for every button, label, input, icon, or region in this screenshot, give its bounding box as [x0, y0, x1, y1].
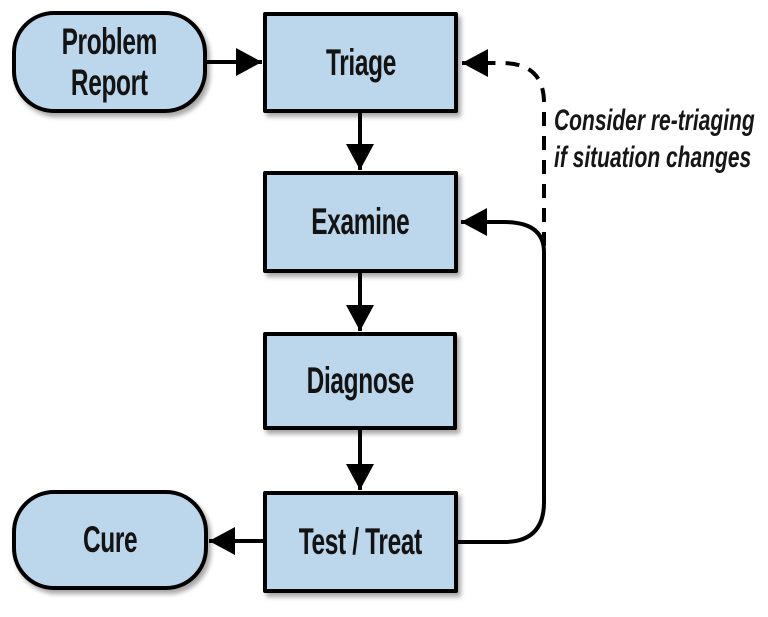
node-diagnose: Diagnose: [263, 332, 457, 430]
node-problem-report: Problem Report: [12, 11, 207, 113]
node-cure: Cure: [12, 490, 208, 590]
node-problem-report-line2: Report: [71, 62, 148, 103]
annotation-re-triage: Consider re-triaging if situation change…: [554, 102, 755, 176]
node-examine-label: Examine: [311, 201, 410, 243]
node-triage: Triage: [263, 12, 458, 113]
node-test-treat-label: Test / Treat: [298, 521, 423, 563]
edge-test-treat-to-examine-loop: [457, 208, 546, 544]
node-triage-label: Triage: [325, 41, 396, 83]
node-problem-report-line1: Problem: [61, 20, 158, 62]
edge-retriage-dashed-to-triage: [462, 49, 546, 246]
node-cure-label: Cure: [82, 519, 138, 561]
annotation-line2: if situation changes: [554, 141, 752, 174]
node-test-treat: Test / Treat: [263, 491, 458, 593]
node-problem-report-label: Problem Report: [61, 20, 158, 104]
annotation-line1: Consider re-triaging: [554, 104, 755, 137]
node-examine: Examine: [263, 171, 458, 273]
node-diagnose-label: Diagnose: [306, 360, 414, 402]
